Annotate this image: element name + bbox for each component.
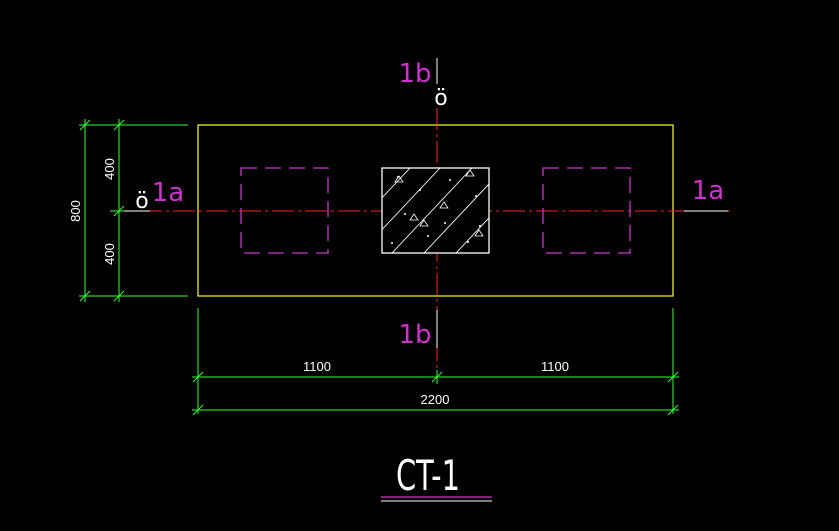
dim-left-lower: 400 (102, 243, 117, 265)
drawing-title: CT-1 (396, 451, 460, 500)
pile-mark-left: ö (135, 189, 148, 214)
dim-left-upper: 400 (102, 158, 117, 180)
section-label-right: 1a (692, 176, 724, 206)
section-label-left: 1a (152, 178, 184, 208)
left-dimensions (79, 119, 188, 302)
section-label-top: 1b (398, 59, 431, 89)
pile-right (542, 167, 631, 254)
pile-mark-top: ö (434, 86, 447, 111)
column-section (381, 167, 490, 254)
dim-left-total: 800 (68, 200, 83, 222)
dim-bottom-right: 1100 (541, 359, 569, 374)
section-label-bottom: 1b (398, 320, 431, 350)
dim-bottom-left: 1100 (303, 359, 331, 374)
bottom-dimensions (192, 308, 679, 416)
dim-bottom-total: 2200 (421, 392, 450, 407)
pile-left (240, 167, 329, 254)
